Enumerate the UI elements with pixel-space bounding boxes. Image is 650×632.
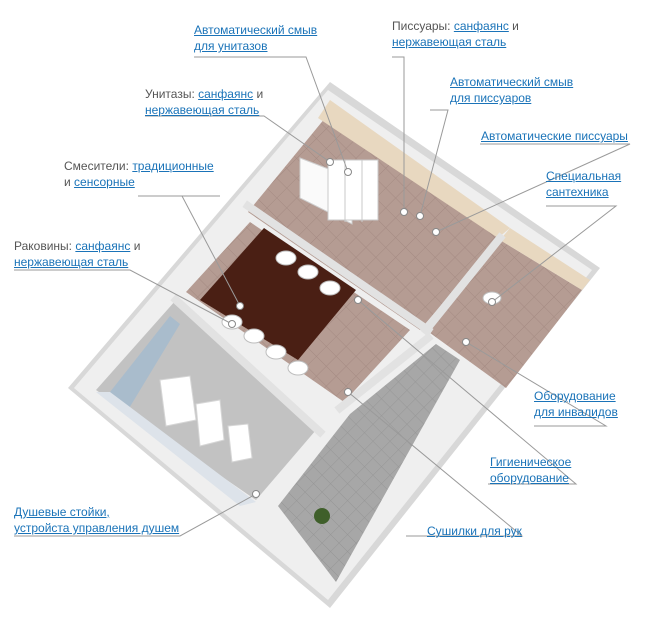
label-shower-stands: Душевые стойки, устройста управления душ…	[14, 504, 179, 536]
interior-walls	[170, 200, 506, 438]
toilets-prefix: Унитазы:	[145, 87, 195, 101]
link-shower-1[interactable]: Душевые стойки,	[14, 505, 110, 519]
shower-room	[96, 300, 316, 506]
label-urinals: Писсуары: санфаянс и нержавеющая сталь	[392, 18, 519, 50]
label-disabled-equipment: Оборудование для инвалидов	[534, 388, 618, 420]
leader-toilets	[145, 115, 331, 163]
link-sinks-ceramic[interactable]: санфаянс	[75, 239, 131, 253]
mixers-and: и	[64, 175, 71, 189]
link-special-2[interactable]: сантехника	[546, 185, 609, 199]
sink-room	[186, 222, 410, 402]
link-hygiene-1[interactable]: Гигиеническое	[490, 455, 572, 469]
leader-sinks	[14, 269, 233, 325]
label-auto-flush-toilets: Автоматический смыв для унитазов	[194, 22, 317, 54]
link-disabled-2[interactable]: для инвалидов	[534, 405, 618, 419]
link-urinals-steel[interactable]: нержавеющая сталь	[392, 35, 507, 49]
link-auto-flush-toilets-2[interactable]: для унитазов	[194, 39, 268, 53]
link-mixers-sensor[interactable]: сенсорные	[74, 175, 135, 189]
label-hygiene-equipment: Гигиеническое оборудование	[490, 454, 571, 486]
link-shower-2[interactable]: устройста управления душем	[14, 521, 180, 535]
leader-lines	[14, 56, 631, 537]
link-special-1[interactable]: Специальная	[546, 169, 622, 183]
sinks-and: и	[133, 239, 141, 253]
leader-mixers	[138, 195, 241, 307]
mixers-prefix: Смесители:	[64, 159, 129, 173]
link-auto-flush-toilets-1[interactable]: Автоматический смыв	[194, 23, 318, 37]
link-sinks-steel[interactable]: нержавеющая сталь	[14, 255, 129, 269]
leader-hygiene	[357, 299, 578, 485]
link-hand-dryers[interactable]: Сушилки для рук	[427, 524, 522, 538]
leader-auto-urinals	[435, 143, 631, 233]
label-toilets: Унитазы: санфаянс и нержавеющая сталь	[145, 86, 263, 118]
link-auto-flush-urinals-1[interactable]: Автоматический смыв	[450, 75, 574, 89]
leader-disabled	[465, 341, 608, 427]
leader-special	[491, 205, 618, 303]
leader-auto-flush-urinals	[419, 109, 449, 217]
link-disabled-1[interactable]: Оборудование	[534, 389, 616, 403]
link-hygiene-2[interactable]: оборудование	[490, 471, 569, 485]
leader-showers	[14, 493, 257, 537]
label-sinks: Раковины: санфаянс и нержавеющая сталь	[14, 238, 140, 270]
leader-auto-flush-toilets	[194, 56, 349, 173]
link-toilets-ceramic[interactable]: санфаянс	[198, 87, 254, 101]
sinks-prefix: Раковины:	[14, 239, 73, 253]
toilets-and: и	[256, 87, 264, 101]
dryer-room	[278, 344, 460, 582]
leader-urinals	[392, 56, 405, 212]
link-auto-urinals[interactable]: Автоматические писсуары	[481, 129, 628, 143]
link-mixers-traditional[interactable]: традиционные	[132, 159, 214, 173]
label-hand-dryers: Сушилки для рук	[427, 523, 522, 539]
label-auto-flush-urinals: Автоматический смыв для писсуаров	[450, 74, 573, 106]
urinals-and: и	[512, 19, 519, 33]
leader-dryers	[347, 391, 524, 537]
label-auto-urinals: Автоматические писсуары	[481, 128, 628, 144]
label-mixers: Смесители: традиционные и сенсорные	[64, 158, 214, 190]
toilet-stalls	[327, 159, 379, 222]
link-toilets-steel[interactable]: нержавеющая сталь	[145, 103, 260, 117]
link-auto-flush-urinals-2[interactable]: для писсуаров	[450, 91, 532, 105]
leader-dots	[228, 158, 496, 498]
label-special-plumbing: Специальная сантехника	[546, 168, 621, 200]
urinals-prefix: Писсуары:	[392, 19, 451, 33]
link-urinals-ceramic[interactable]: санфаянс	[453, 19, 509, 33]
